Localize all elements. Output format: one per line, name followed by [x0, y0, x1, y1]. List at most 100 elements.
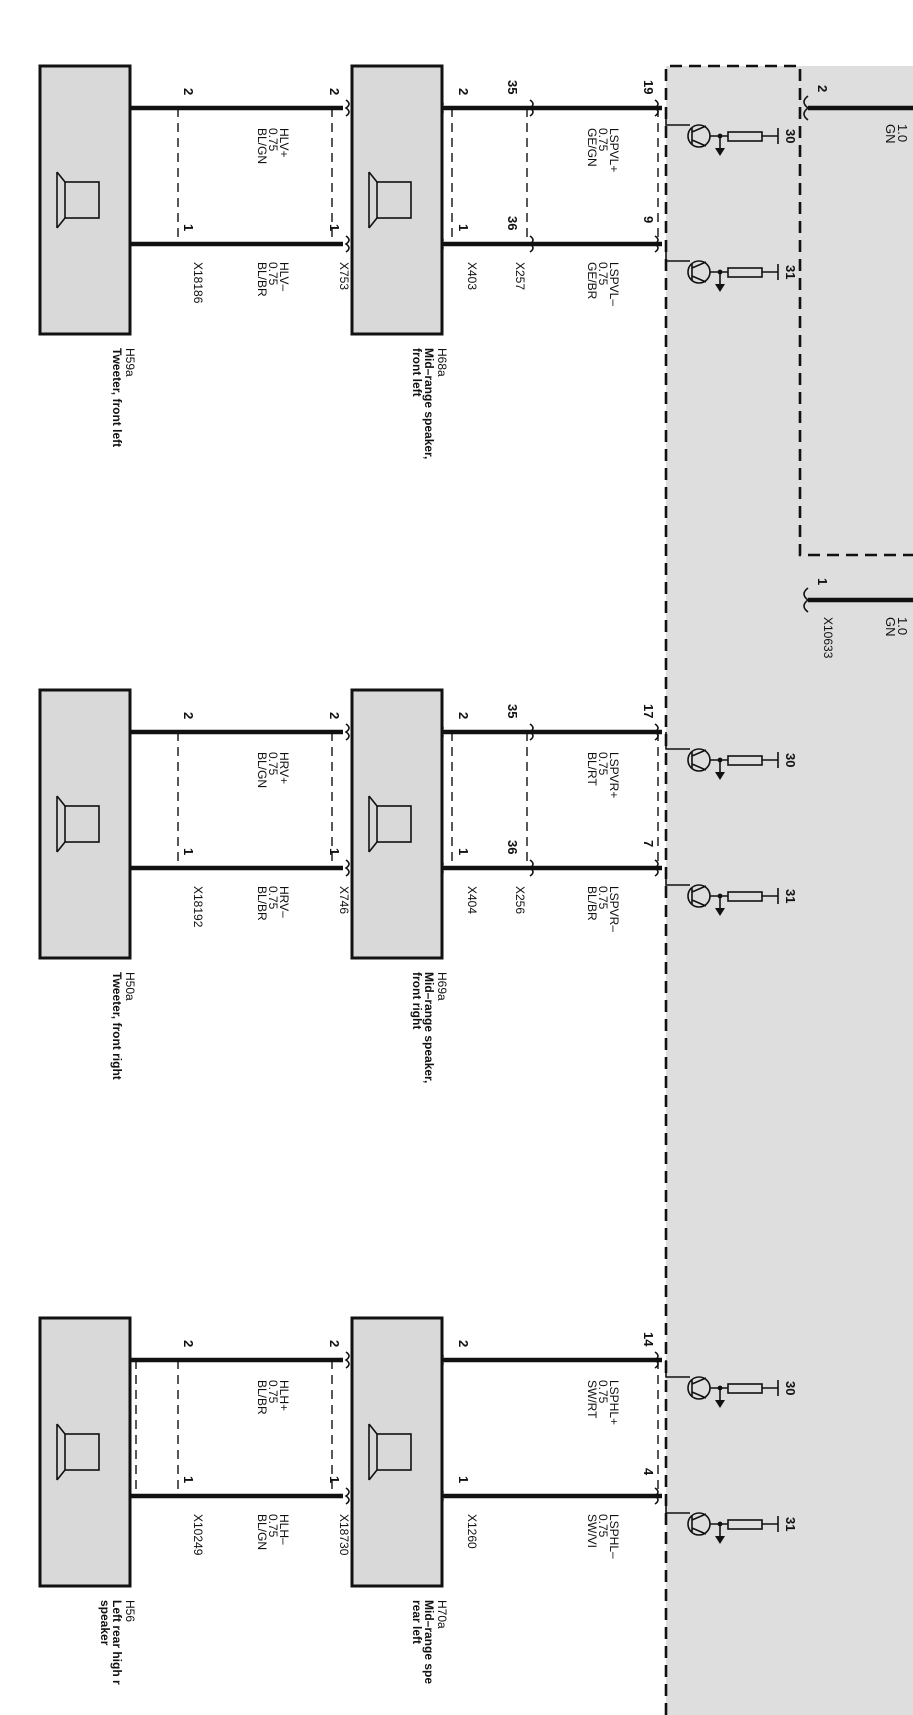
speaker-cone: [56, 171, 66, 229]
wire-gauge: 0.75: [266, 262, 280, 286]
tweeter-speaker: [38, 1316, 132, 1588]
ground-bar: [762, 1516, 779, 1532]
component-id: H69a: [435, 972, 449, 1001]
connector-socket: [344, 235, 350, 253]
transistor-leads: [691, 125, 707, 147]
pin-mid-minus: 1: [327, 224, 342, 231]
stage-lead: [665, 244, 690, 262]
control-unit-border: [664, 64, 913, 1715]
ground-arrow: [715, 148, 725, 156]
tweeter-speaker: [38, 64, 132, 336]
midrange-speaker: [350, 1316, 444, 1588]
midrange-speaker-body: [350, 64, 444, 336]
tweeter-speaker-body: [38, 1316, 132, 1588]
speaker-icon: [64, 1433, 100, 1471]
component-description: Mid–range speaker,: [422, 348, 436, 459]
speaker-icon: [376, 1433, 412, 1471]
tweeter-speaker: [38, 688, 132, 960]
wire-color: BL/GN: [255, 128, 269, 164]
pin-cu-bottom: 1: [815, 578, 830, 585]
ground-terminal: 30: [783, 129, 798, 143]
connector-label: X257: [513, 262, 527, 290]
connector-label: X10249: [191, 1514, 205, 1556]
wire-color: BL/GN: [255, 752, 269, 788]
wire-color: GE/BR: [585, 262, 599, 300]
connector-label: X404: [465, 886, 479, 914]
ground-arrow: [715, 1400, 725, 1408]
speaker-icon: [376, 805, 412, 843]
ground-bar: [762, 128, 779, 144]
connector-label: X753: [337, 262, 351, 290]
connector-socket: [344, 99, 350, 117]
speaker-cone: [368, 171, 378, 229]
wire-color: GN: [883, 124, 898, 144]
speaker-icon: [64, 181, 100, 219]
ground-arrow: [715, 772, 725, 780]
transistor-leads: [691, 1377, 707, 1399]
wire-color: BL/RT: [585, 752, 599, 786]
component-description: Left rear high r: [110, 1600, 124, 1685]
ground-terminal: 31: [783, 265, 798, 279]
pin-control-unit-minus: 9: [641, 216, 656, 223]
wire-name: LSPHL+: [607, 1380, 621, 1425]
connector-label: X746: [337, 886, 351, 914]
output-stage: [665, 732, 779, 780]
pin-control-unit-minus: 4: [641, 1468, 656, 1476]
connector-socket: [653, 859, 659, 877]
wire-gauge: 1.0: [895, 617, 910, 635]
ground-arrow: [715, 284, 725, 292]
tweeter-speaker-body: [38, 64, 132, 336]
ground-arrow: [715, 908, 725, 916]
wire-gauge: 0.75: [266, 1380, 280, 1404]
wire-color: SW/RT: [585, 1380, 599, 1419]
pin-connector-plus: 35: [505, 80, 520, 94]
output-stage: [665, 868, 779, 916]
wire-color: BL/BR: [255, 262, 269, 297]
connector-socket: [653, 99, 659, 117]
component-id: H56: [123, 1600, 137, 1622]
component-description: speaker: [98, 1600, 112, 1646]
ground-terminal: 31: [783, 889, 798, 903]
wire-gauge: 0.75: [596, 128, 610, 152]
wire-name: LSPHL–: [607, 1514, 621, 1559]
wire-name: HLH–: [277, 1514, 291, 1545]
connector-socket: [344, 1487, 350, 1505]
connector-socket: [528, 99, 534, 117]
component-description: front right: [410, 972, 424, 1029]
ground-bar: [762, 1380, 779, 1396]
connector-socket: [653, 723, 659, 741]
speaker-icon: [376, 181, 412, 219]
output-stage: [665, 244, 779, 292]
wire-color: BL/BR: [255, 1380, 269, 1415]
midrange-speaker-body: [350, 688, 444, 960]
connector-label: X18186: [191, 262, 205, 304]
pin-control-unit-plus: 19: [641, 80, 656, 94]
pin-mid-plus: 2: [327, 88, 342, 95]
connector-socket: [653, 235, 659, 253]
connector-label: X403: [465, 262, 479, 290]
component-description: Mid–range spe: [422, 1600, 436, 1684]
wire-name: LSPVR–: [607, 886, 621, 932]
stage-lead: [665, 1496, 690, 1514]
connector-socket: [344, 1351, 350, 1369]
connector-label: X18192: [191, 886, 205, 928]
wire-gauge: 0.75: [596, 752, 610, 776]
pin-tweeter-minus: 1: [181, 224, 196, 231]
speaker-cone: [368, 1423, 378, 1481]
pin-mid-amp-minus: 1: [456, 224, 471, 231]
component-description: rear left: [410, 1600, 424, 1644]
ground-arrow: [715, 1536, 725, 1544]
midrange-speaker: [350, 688, 444, 960]
wire-name: LSPVR+: [607, 752, 621, 798]
transistor-leads: [691, 1513, 707, 1535]
pin-mid-amp-minus: 1: [456, 848, 471, 855]
connector-label: X18730: [337, 1514, 351, 1556]
